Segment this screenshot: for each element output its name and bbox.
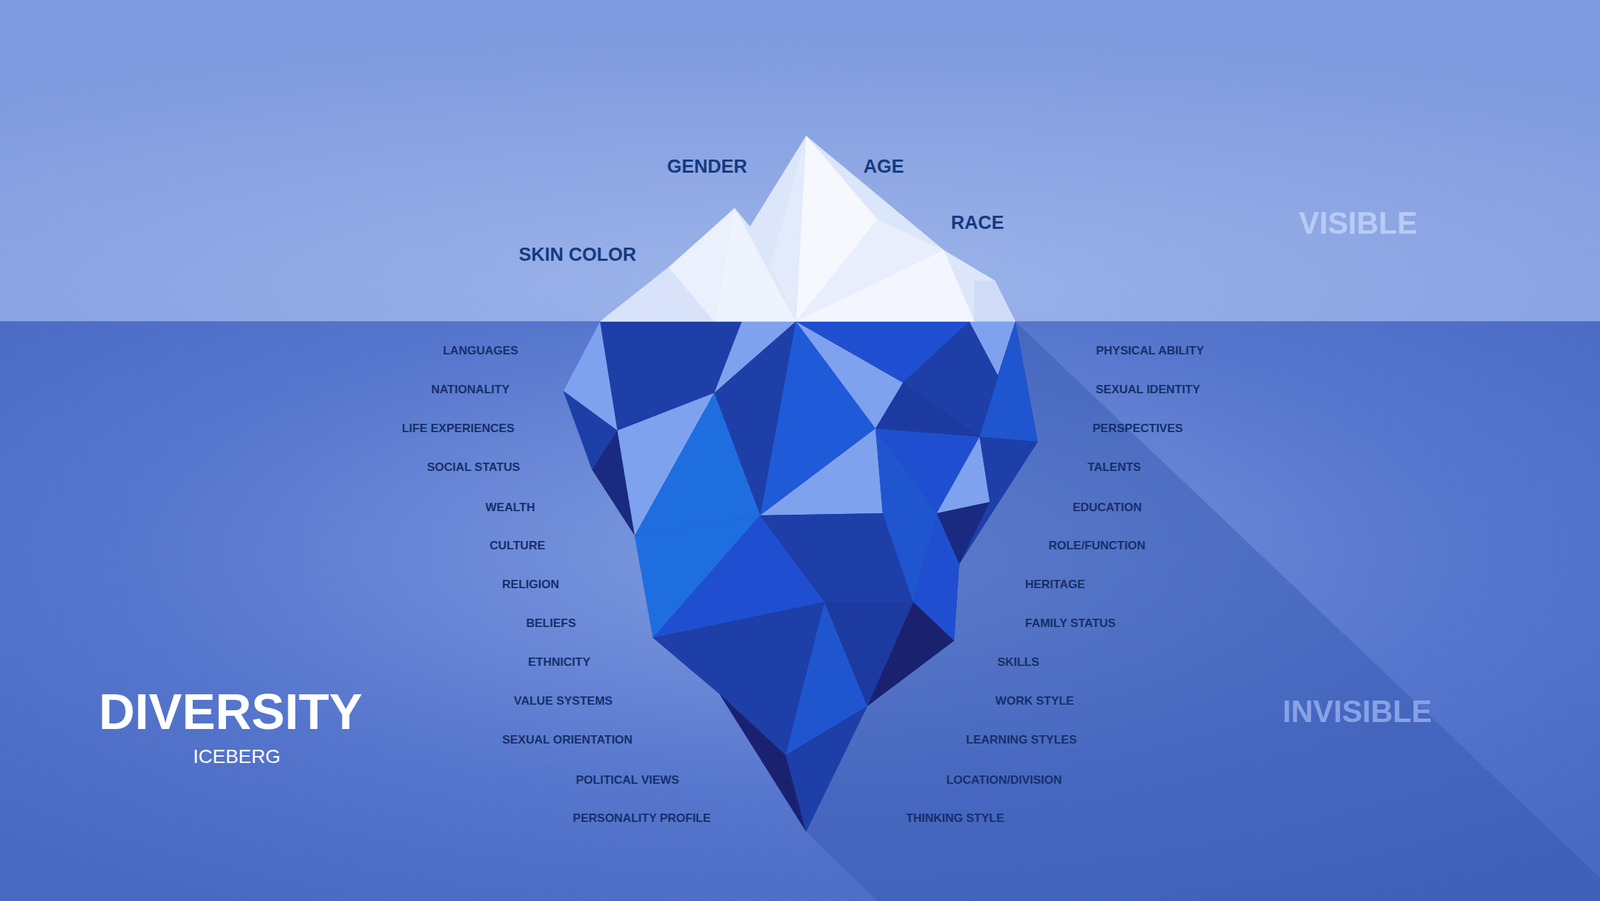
- shadow: [806, 320, 1600, 901]
- sea: [0, 320, 1600, 901]
- attribute-label: PERSPECTIVES: [1092, 422, 1183, 436]
- attribute-label: EDUCATION: [1072, 500, 1142, 514]
- attribute-label: FAMILY STATUS: [1025, 616, 1117, 631]
- attribute-label: SEXUAL IDENTITY: [1096, 383, 1201, 397]
- attribute-label: PHYSICAL ABILITY: [1096, 344, 1205, 358]
- attribute-label: THINKING STYLE: [906, 811, 1005, 825]
- attribute-label: POLITICAL VIEWS: [576, 772, 680, 787]
- attribute-label: CULTURE: [489, 539, 545, 553]
- attribute-label: LOCATION/DIVISION: [946, 772, 1063, 787]
- attribute-label: RELIGION: [501, 578, 559, 592]
- sky: [0, 0, 1600, 321]
- attribute-label: GENDER: [666, 157, 748, 179]
- attribute-label: ROLE/FUNCTION: [1048, 539, 1146, 553]
- attribute-label: VISIBLE: [1299, 206, 1418, 240]
- attribute-label: SOCIAL STATUS: [427, 461, 520, 475]
- attribute-label: SEXUAL ORIENTATION: [501, 733, 633, 747]
- underwater-part: [563, 320, 1038, 832]
- attribute-label: ICEBERG: [192, 745, 281, 767]
- attribute-label: NATIONALITY: [431, 383, 510, 397]
- attribute-label: INVISIBLE: [1282, 694, 1432, 728]
- attribute-label: BELIEFS: [526, 616, 577, 631]
- attribute-label: PERSONALITY PROFILE: [572, 811, 711, 825]
- attribute-label: HERITAGE: [1025, 578, 1086, 592]
- attribute-label: ETHNICITY: [528, 655, 591, 669]
- diagram-title: DIVERSITY: [99, 684, 363, 740]
- attribute-label: TALENTS: [1087, 461, 1142, 475]
- attribute-label: LIFE EXPERIENCES: [402, 422, 515, 436]
- attribute-label: LEARNING STYLES: [966, 733, 1078, 747]
- attribute-label: WEALTH: [485, 500, 535, 514]
- attribute-label: SKIN COLOR: [518, 244, 637, 266]
- attribute-label: WORK STYLE: [995, 694, 1074, 708]
- attribute-label: SKILLS: [997, 655, 1040, 669]
- visible-part: [600, 135, 1016, 322]
- attribute-label: RACE: [951, 213, 1005, 235]
- attribute-label: VALUE SYSTEMS: [513, 694, 613, 708]
- attribute-label: AGE: [863, 157, 904, 179]
- attribute-label: LANGUAGES: [442, 344, 519, 358]
